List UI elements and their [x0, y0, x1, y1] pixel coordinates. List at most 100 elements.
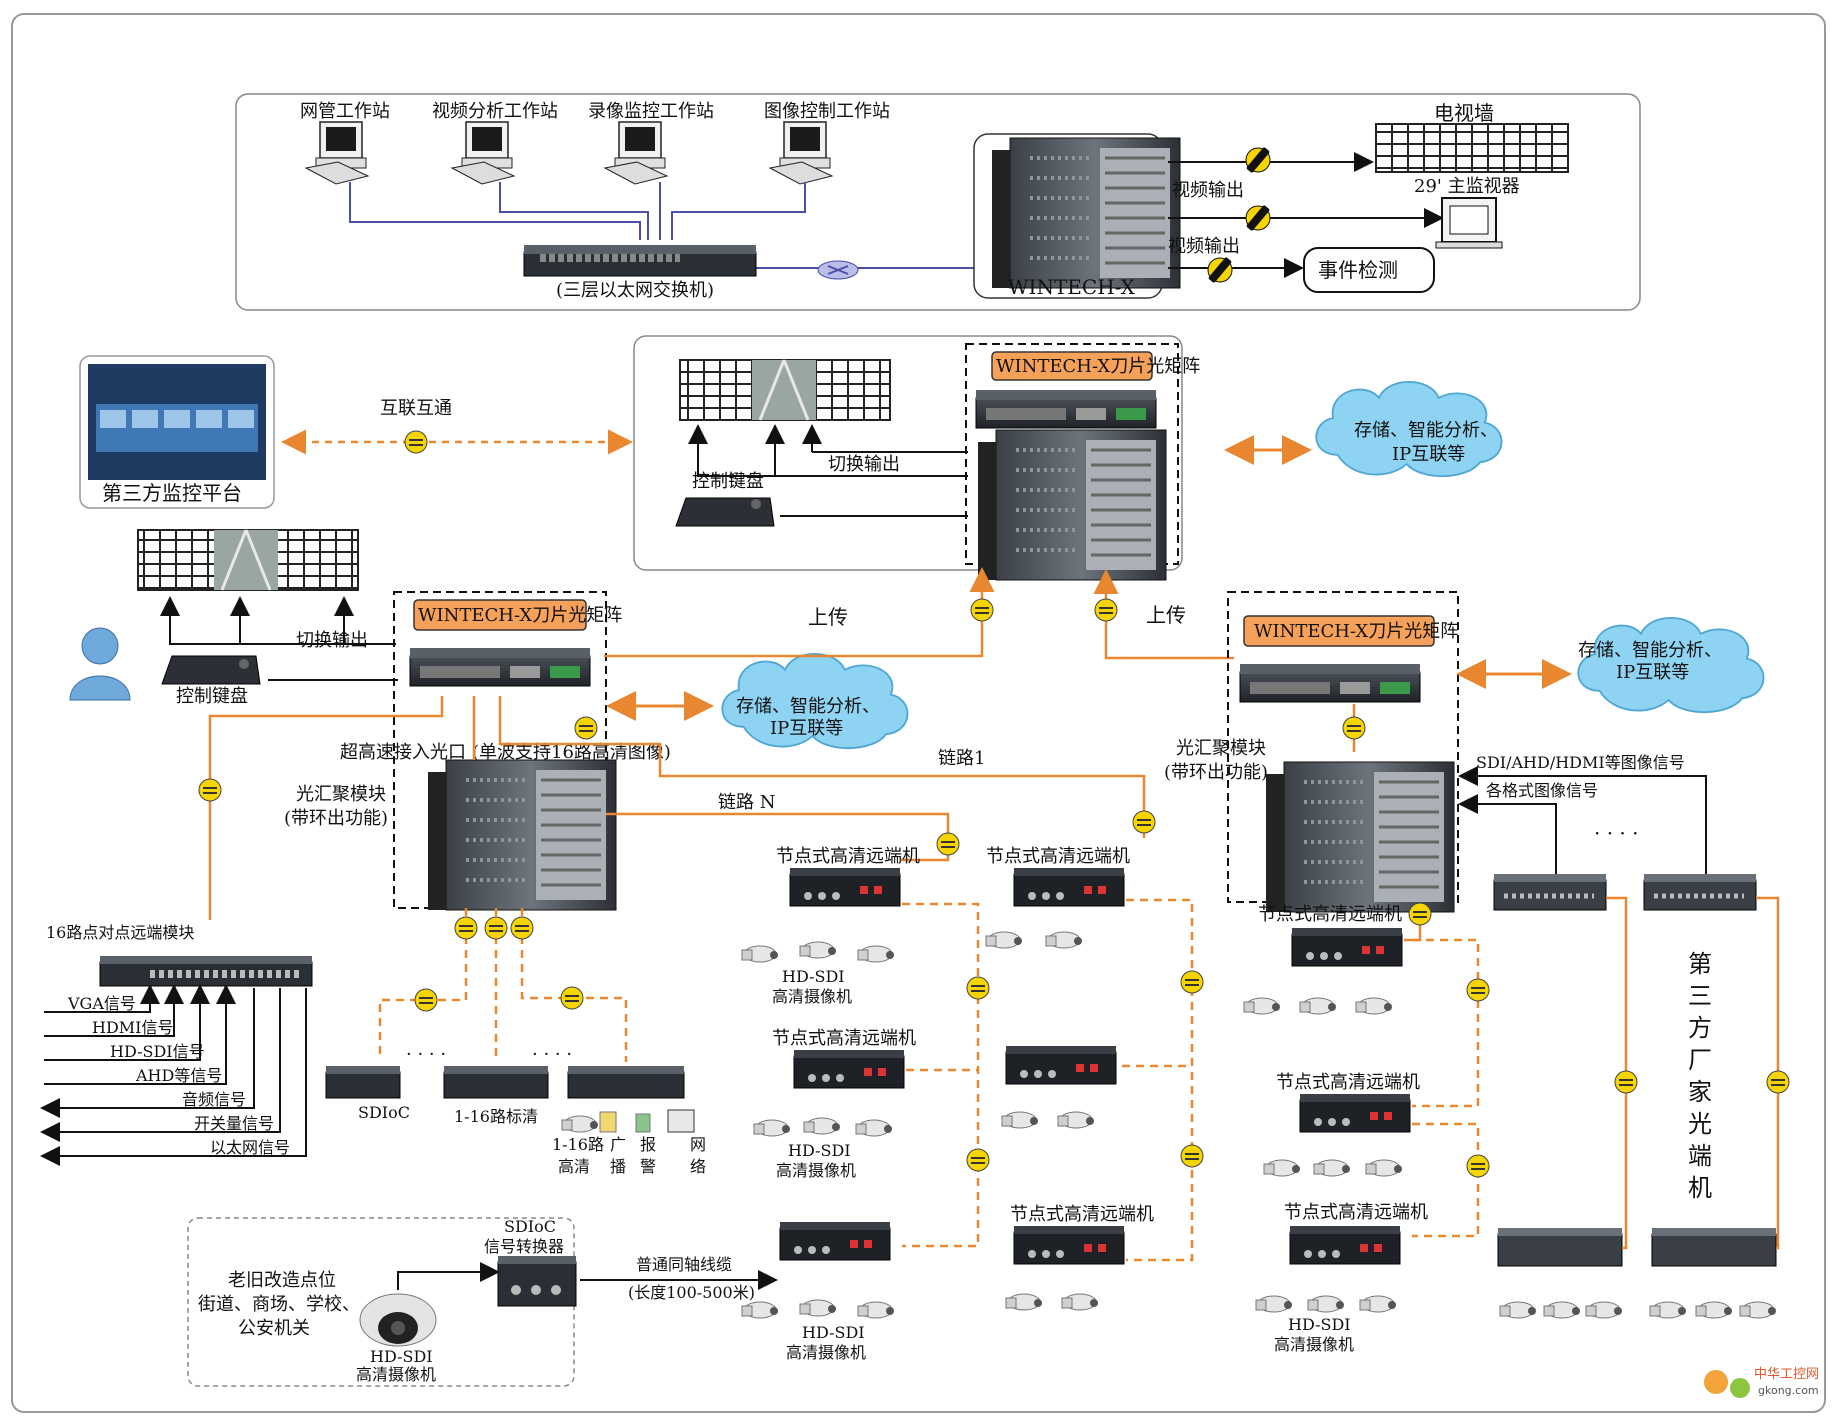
hd-16-line1: 1-16路	[552, 1135, 604, 1154]
workstation-label-2: 录像监控工作站	[588, 101, 714, 122]
left-optical-agg-line2: (带环出功能)	[284, 808, 388, 829]
third-party-optical-3	[1497, 1228, 1623, 1319]
alarm-char-0: 报	[640, 1135, 656, 1154]
left-switch-output	[160, 596, 398, 681]
main-monitor-label: 29' 主监视器	[1414, 176, 1520, 197]
signal-hdmi: HDMI信号	[92, 1018, 174, 1037]
watermark-line1: 中华工控网	[1754, 1367, 1819, 1382]
l3-switch: (三层以太网交换机)	[523, 245, 757, 301]
legacy-retrofit-box	[187, 1217, 575, 1387]
network-char-0: 网	[690, 1135, 706, 1154]
left-control-keyboard	[161, 655, 261, 685]
center-blade-rack	[975, 389, 1157, 429]
center-cloud-line1: 存储、智能分析、	[1354, 420, 1498, 441]
core-matrix-cabinet	[990, 136, 1182, 290]
switch-label: (三层以太网交换机)	[556, 280, 714, 301]
node-remote-label-2: 节点式高清远端机	[772, 1028, 916, 1049]
center-blade-matrix-tag	[991, 351, 1153, 381]
third-party-optical-4	[1649, 1228, 1777, 1319]
alarm-char-1: 警	[640, 1157, 656, 1176]
dome-camera	[359, 1293, 437, 1347]
third-party-platform: 第三方监控平台	[79, 355, 275, 509]
main-monitor	[1435, 197, 1503, 249]
ultra-fast-port-label: 超高速接入光口	[340, 742, 466, 763]
tp-char-2: 方	[1688, 1014, 1712, 1042]
tp-char-4: 家	[1688, 1078, 1712, 1106]
ring-links-right	[1412, 938, 1480, 1238]
signal-hdsdi: HD-SDI信号	[110, 1042, 205, 1061]
left-cloud-line1: 存储、智能分析、	[736, 696, 880, 717]
sd-16-unit: 1-16路标清	[443, 1066, 549, 1126]
node-remote-unit-4: 节点式高清远端机	[985, 846, 1130, 949]
left-keyboard-label: 控制键盘	[176, 686, 248, 707]
workstation-video-analysis: 视频分析工作站	[432, 101, 558, 185]
right-cloud-line1: 存储、智能分析、	[1578, 640, 1722, 661]
tp-char-7: 机	[1688, 1174, 1712, 1202]
left-storage-cloud: 存储、智能分析、 IP互联等	[721, 652, 909, 750]
node-remote-label-8: 节点式高清远端机	[1276, 1072, 1420, 1093]
legacy-line2: 街道、商场、学校、	[198, 1294, 360, 1315]
video-wall-center	[679, 359, 891, 421]
left-blade-matrix-label: WINTECH-X刀片光矩阵	[418, 605, 622, 626]
hd-16-line2: 高清	[558, 1157, 590, 1176]
node-remote-unit-1: 节点式高清远端机 HD-SDI 高清摄像机	[741, 846, 920, 1006]
format-signal-lines	[1458, 766, 1707, 874]
right-cloud-line2: IP互联等	[1616, 662, 1689, 683]
node-remote-unit-8: 节点式高清远端机	[1263, 1072, 1420, 1177]
center-control-keyboard	[675, 497, 775, 527]
node-remote-unit-2: 节点式高清远端机 HD-SDI 高清摄像机	[753, 1028, 916, 1180]
node-remote-unit-9: 节点式高清远端机 HD-SDI 高清摄像机	[1255, 1202, 1428, 1354]
node-remote-label-6: 节点式高清远端机	[1010, 1204, 1154, 1225]
outer-frame	[11, 13, 1826, 1413]
video-output-label-2: 视频输出	[1168, 236, 1240, 257]
legacy-line1: 老旧改造点位	[228, 1270, 336, 1291]
interconnect-label: 互联互通	[380, 398, 452, 419]
upload-label-right: 上传	[1146, 603, 1186, 627]
signal-switch: 开关量信号	[194, 1114, 274, 1133]
workstation-network-mgmt: 网管工作站	[300, 101, 390, 185]
signal-ethernet: 以太网信号	[210, 1138, 290, 1157]
core-matrix-label: WINTECH-X	[1008, 275, 1136, 299]
left-blade-rack	[409, 647, 591, 687]
workstation-image-control: 图像控制工作站	[764, 101, 890, 185]
hdsdi-label-3a: HD-SDI	[802, 1323, 865, 1342]
p2p-module-label: 16路点对点远端模块	[46, 923, 194, 942]
coax-line2: (长度100-500米)	[628, 1283, 755, 1302]
hdsdi-label-2a: HD-SDI	[788, 1141, 851, 1160]
p2p-signal-lines	[40, 984, 307, 1166]
tp-char-0: 第	[1688, 950, 1712, 978]
sdioc-unit: SDIoC	[325, 1066, 410, 1122]
center-blade-cabinet	[976, 428, 1168, 582]
broadcast-char-1: 播	[610, 1157, 626, 1176]
workstation-label-0: 网管工作站	[300, 101, 390, 122]
monitor-center-box	[633, 335, 1183, 571]
workstation-label-1: 视频分析工作站	[432, 101, 558, 122]
video-output-label-1: 视频输出	[1172, 180, 1244, 201]
center-switch-output	[688, 424, 968, 517]
hdsdi-label-2b: 高清摄像机	[776, 1161, 856, 1180]
left-blade-matrix-tag	[413, 599, 587, 631]
left-switch-output-label: 切换输出	[296, 630, 368, 651]
center-keyboard-label: 控制键盘	[692, 471, 764, 492]
tv-wall: 电视墙	[1375, 101, 1569, 173]
right-optical-agg-line1: 光汇聚模块	[1176, 738, 1266, 759]
tp-char-6: 端	[1688, 1142, 1712, 1170]
single-wave-label: (单波支持16路高清图像)	[472, 742, 671, 763]
sdioc-converter	[497, 1256, 577, 1307]
node-remote-unit-3: HD-SDI 高清摄像机	[741, 1221, 895, 1362]
tp-char-1: 三	[1688, 982, 1712, 1010]
router-icon	[817, 260, 859, 280]
right-blade-rack	[1239, 663, 1421, 703]
left-optical-agg-line1: 光汇聚模块	[296, 784, 386, 805]
sdi-formats-label: SDI/AHD/HDMI等图像信号	[1476, 753, 1685, 772]
hdsdi-label-1a: HD-SDI	[782, 967, 845, 986]
link1-label: 链路1	[938, 748, 985, 769]
hd-16-unit: 1-16路 高清 广 播 报 警 网 络	[552, 1066, 706, 1176]
right-blade-matrix-label: WINTECH-X刀片光矩阵	[1254, 621, 1458, 642]
sd-16-label: 1-16路标清	[454, 1107, 538, 1126]
linkN-label: 链路 N	[718, 792, 775, 813]
watermark-logo: 中华工控网 gkong.com	[1704, 1367, 1819, 1398]
hdsdi-label-9a: HD-SDI	[1288, 1315, 1351, 1334]
third-party-optical-vertical-label: 第 三 方 厂 家 光 端 机	[1688, 950, 1712, 1202]
